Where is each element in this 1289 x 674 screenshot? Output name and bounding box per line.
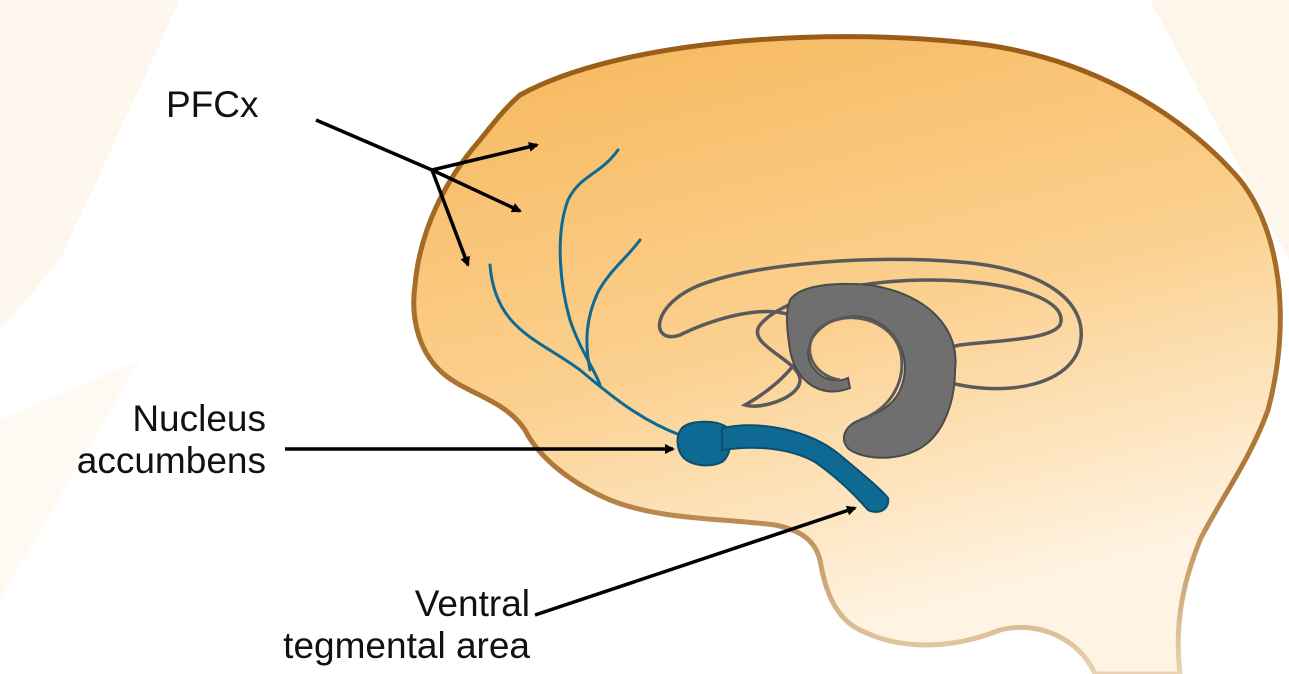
nucleus-accumbens-label-line1: Nucleus (20, 398, 266, 440)
ventral-tegmental-area-label-line2: tegmental area (200, 625, 530, 667)
pfcx-arrow-stem (316, 120, 432, 170)
brain-silhouette (414, 37, 1281, 674)
pfcx-label-text: PFCx (166, 84, 259, 126)
vta-arrow (535, 508, 855, 615)
pfcx-label: PFCx (166, 84, 259, 126)
nucleus-accumbens-label-line2: accumbens (20, 440, 266, 482)
nucleus-accumbens-label: Nucleus accumbens (20, 398, 266, 482)
ventral-tegmental-area-label: Ventral tegmental area (200, 583, 530, 667)
ventral-tegmental-area-label-line1: Ventral (200, 583, 530, 625)
